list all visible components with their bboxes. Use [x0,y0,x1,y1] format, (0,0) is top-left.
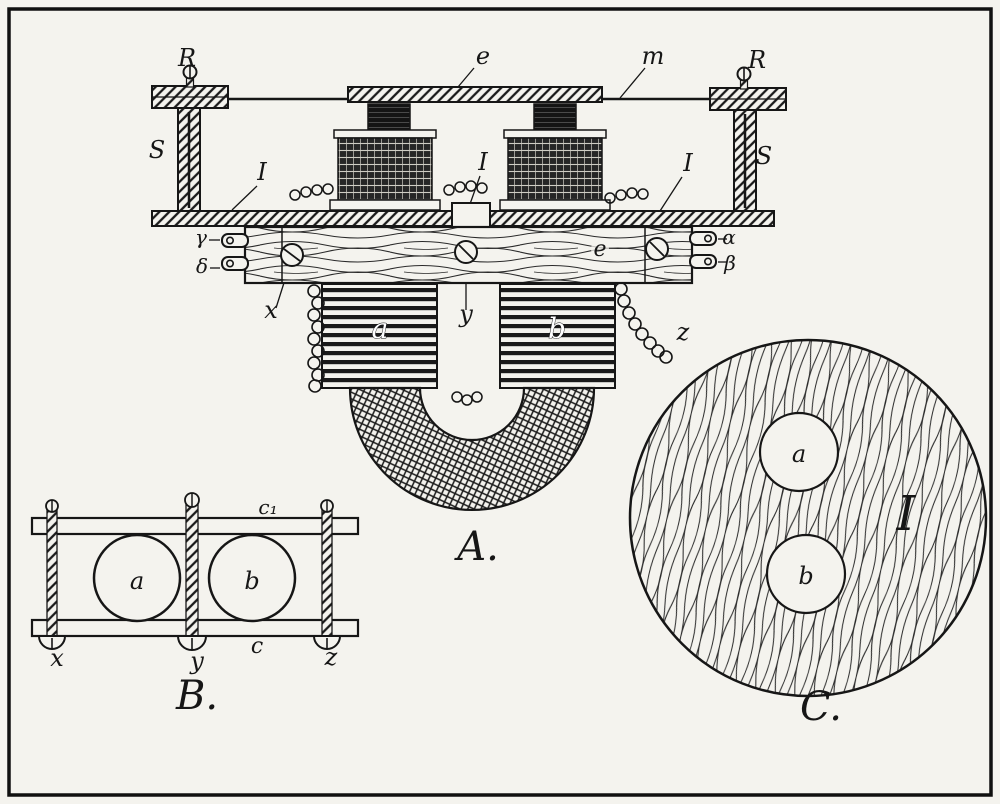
label-I-left: I [256,158,267,186]
label-coil-a: a [372,312,389,345]
hole-b [765,533,847,615]
coil-a [321,283,438,389]
label-c-a: a [792,440,806,468]
label-R-left: R [177,44,196,72]
horseshoe-winding [348,386,596,512]
label-z: z [676,318,690,346]
label-beta: β [723,251,736,275]
center-bracket [451,202,491,228]
screw-y [176,492,208,651]
label-c-I: I [896,486,917,542]
terminal-gamma [221,233,249,248]
terminal-alpha [689,231,717,246]
caption-b: B. [175,673,218,719]
wire-loops-left-column [307,284,325,393]
terminal-beta [689,254,717,269]
label-b-b: b [244,567,259,595]
wire-loops-top-right [604,187,649,204]
wire-loops-z [614,282,673,364]
label-delta: δ [196,254,208,278]
clamp-left [151,64,229,109]
label-c1: c₁ [258,495,277,519]
label-alpha: α [722,225,736,249]
leader-lines [209,67,727,310]
wire-loops-top-center [443,180,488,196]
caption-a: A. [453,524,499,570]
figure-c: a b I C. [628,338,988,730]
label-b-a: a [130,567,144,595]
screw-x [37,499,67,650]
wire-loops-bottom-center [451,391,483,406]
label-S-left: S [149,136,165,164]
post-s-left [177,107,201,213]
label-S-right: S [756,142,772,170]
label-b-z: z [324,643,338,671]
bar-screw-y [454,240,478,264]
label-R-right: R [747,46,766,74]
wood-crossbar [243,225,694,285]
bar-screw-x [280,243,304,267]
coil-b [499,283,616,389]
label-gamma: γ [195,225,207,249]
screw-z [312,499,342,650]
label-x: x [264,296,278,324]
figure-a: R R S S e m I I I γ δ α β e x y z a b A. [149,42,787,570]
bobbin-left [329,103,441,211]
terminal-delta [221,256,249,271]
post-s-right [733,109,757,213]
wire-loops-top-left [289,183,334,201]
label-c-b: b [798,562,813,590]
label-b-x: x [50,644,64,672]
label-coil-b: b [548,312,566,345]
label-m: m [642,42,665,70]
coil-b-top-view [207,533,297,623]
hole-a [758,411,840,493]
figure-b: a b c₁ c x y z B. [30,492,360,719]
bobbin-winding [337,137,433,201]
bar-screw-z [645,237,669,261]
label-I-right: I [682,149,693,177]
pole-core [533,103,577,133]
pole-core [367,103,411,133]
label-c: c [251,634,263,659]
bobbin-right [499,103,611,211]
plate-border [7,7,993,797]
wood-disc [628,338,988,698]
caption-c: C. [800,684,842,730]
damper-bar-e [347,86,603,103]
bobbin-winding [507,137,603,201]
label-b-y: y [189,647,204,675]
clamp-right [709,66,787,111]
label-y: y [458,300,473,328]
coil-a-top-view [92,533,182,623]
label-e-top: e [476,42,490,70]
label-I-center: I [477,148,488,176]
label-bar-e: e [593,237,606,262]
